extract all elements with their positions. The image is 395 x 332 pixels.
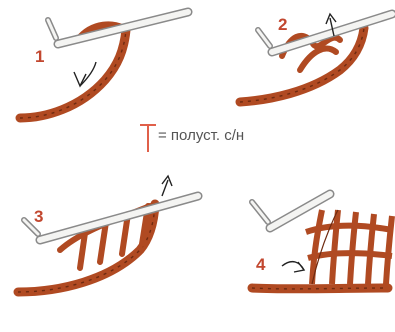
arrow-icon: [282, 262, 304, 272]
crochet-hook-icon: [24, 196, 198, 240]
step-number: 4: [256, 255, 266, 274]
slip-stitch-t-symbol-icon: [140, 125, 156, 152]
step-2-illustration: 2: [240, 14, 392, 102]
arrow-icon: [162, 176, 172, 196]
step-3-illustration: 3: [18, 176, 198, 292]
step-number: 1: [35, 47, 44, 66]
foundation-chain: [252, 288, 388, 289]
step-1-illustration: 1: [20, 12, 188, 118]
stitch-block: [306, 210, 392, 284]
legend: = полуст. с/н: [140, 125, 244, 152]
crochet-hook-icon: [48, 12, 188, 44]
arrow-icon: [74, 62, 96, 86]
legend-text: = полуст. с/н: [158, 127, 244, 144]
step-number: 3: [34, 207, 43, 226]
step-4-illustration: 4: [252, 194, 392, 289]
step-number: 2: [278, 15, 287, 34]
